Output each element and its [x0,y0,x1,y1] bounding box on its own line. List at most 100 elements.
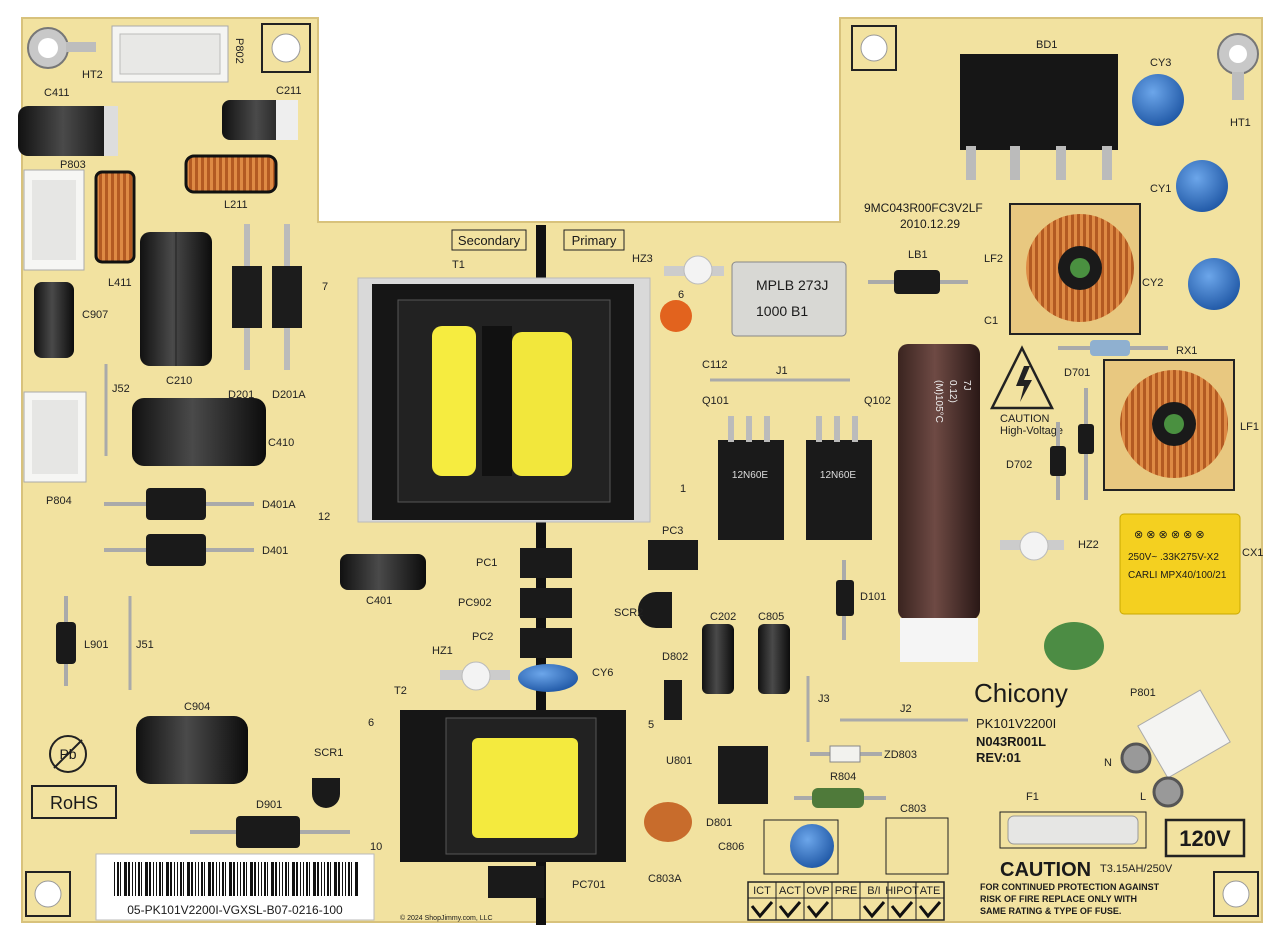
optocoupler-pc3 [648,540,698,570]
label-c806: C806 [718,841,744,853]
test-act: ACT [779,885,801,897]
caution-title: CAUTION [1000,859,1091,881]
diode-d401a [104,488,254,520]
label-q101: Q101 [702,395,729,407]
label-rx1: RX1 [1176,345,1197,357]
diode-d201 [232,224,262,370]
q102-marking: 12N60E [820,470,856,481]
inductor-l411 [94,170,136,264]
label-d801: D801 [706,817,732,829]
label-cy3: CY3 [1150,57,1171,69]
label-ht1: HT1 [1230,117,1251,129]
label-pc701: PC701 [572,879,606,891]
test-ict: ICT [753,885,771,897]
hv-caution: CAUTION [1000,413,1050,425]
capacitor-c211 [222,100,298,140]
diode-d802 [664,680,682,720]
capacitor-cy6 [518,664,578,692]
common-mode-choke-lf2 [1009,203,1141,335]
label-p804: P804 [46,495,72,507]
label-d201a: D201A [272,389,306,401]
xcap-line2: 250V~ .33K275V-X2 [1128,552,1219,563]
label-pc1: PC1 [476,557,497,569]
label-c210: C210 [166,375,192,387]
bridge-rectifier-bd1 [960,54,1118,180]
label-j51: J51 [136,639,154,651]
label-c202: C202 [710,611,736,623]
optocoupler-pc902 [520,588,572,618]
thermistor-hz3 [664,255,724,285]
film-cap-line1: MPLB 273J [756,277,828,293]
pb-text: Pb [59,746,76,762]
film-cap-line2: 1000 B1 [756,303,808,319]
xcap-line3: CARLI MPX40/100/21 [1128,570,1227,581]
label-j3: J3 [818,693,830,705]
varistor [1044,622,1104,670]
barcode-label: 05-PK101V2200I-VGXSL-B07-0216-100 [95,853,375,921]
label-c211: C211 [276,85,301,97]
label-p801: P801 [1130,687,1156,699]
optocoupler-pc2 [520,628,572,658]
bulk-capacitor [898,344,980,662]
label-j2: J2 [900,703,912,715]
label-c411: C411 [44,87,69,99]
test-ovp: OVP [806,885,829,897]
board-part: N043R001L [976,734,1046,749]
label-t1: T1 [452,259,465,271]
test-stamp-grid [747,881,945,921]
voltage-box [1164,818,1246,858]
diode-d201a [272,224,302,370]
test-bi: B/I [867,885,880,897]
bulk-cap-temp: (M)105°C [933,380,944,423]
secondary-box [451,229,527,251]
label-f1: F1 [1026,791,1039,803]
label-cy6: CY6 [592,667,613,679]
label-pc902: PC902 [458,597,492,609]
label-hz2: HZ2 [1078,539,1099,551]
transistor-q102 [806,416,872,540]
label-l901: L901 [84,639,108,651]
voltage-text: 120V [1179,826,1231,851]
mounting-hole [1213,871,1259,917]
label-c805: C805 [758,611,784,623]
transformer-t2 [400,710,626,862]
test-ate: ATE [920,885,941,897]
copyright-text: © 2024 ShopJimmy.com, LLC [400,914,493,922]
terminal-l [1152,776,1184,808]
c803-outline [885,817,949,875]
caution-line2: RISK OF FIRE REPLACE ONLY WITH [980,894,1137,904]
thermistor-hz2 [1000,531,1064,561]
label-d901: D901 [256,799,282,811]
rohs-text: RoHS [50,793,98,813]
resistor-r804 [794,788,886,808]
thyristor-scr2 [638,592,672,628]
connector-p803 [23,169,85,271]
pcb-date: 2010.12.29 [900,217,960,231]
t1-pin-1: 1 [680,483,686,495]
label-t2: T2 [394,685,407,697]
label-c907: C907 [82,309,108,321]
t2-pin-6: 6 [368,717,374,729]
hv-high-voltage: High-Voltage [1000,425,1063,437]
capacitor-c112 [660,300,692,332]
film-capacitor [731,261,847,337]
xcap-line1: ⊗ ⊗ ⊗ ⊗ ⊗ ⊗ [1134,529,1205,541]
label-ht2: HT2 [82,69,103,81]
label-hz3: HZ3 [632,253,653,265]
label-cx1: CX1 [1242,547,1263,559]
label-d401: D401 [262,545,288,557]
x-capacitor-cx1 [1119,513,1241,615]
t2-pin-5: 5 [648,719,654,731]
label-u801: U801 [666,755,692,767]
label-q102: Q102 [864,395,891,407]
connector-p801 [1137,689,1231,779]
label-lb1: LB1 [908,249,928,261]
capacitor-c210 [140,232,212,366]
capacitor-c202 [702,624,734,694]
label-c803a: C803A [648,873,682,885]
label-l211: L211 [224,199,248,211]
t2-pin-10: 10 [370,841,382,853]
high-voltage-warning-icon [989,345,1055,410]
capacitor-c411 [18,106,118,156]
